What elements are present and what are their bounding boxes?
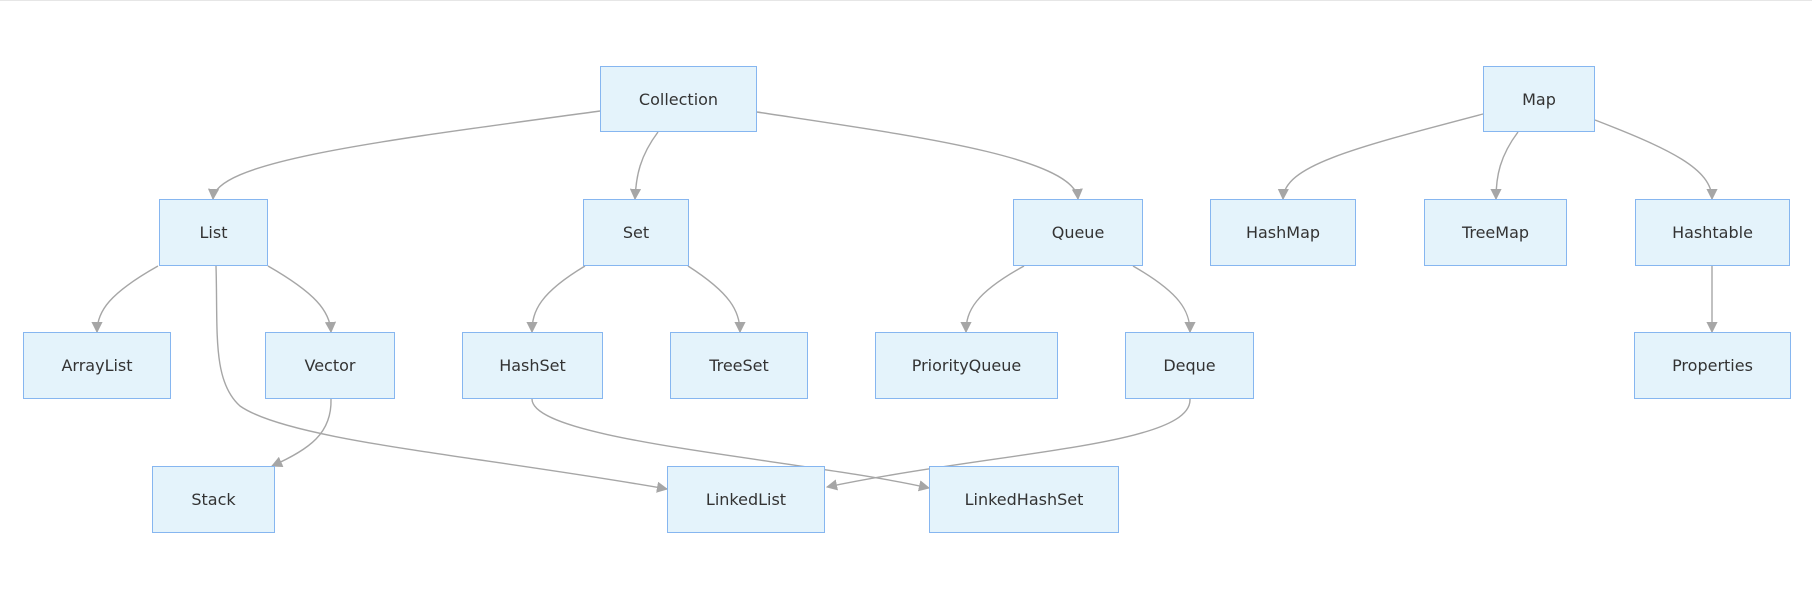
node-hashmap-label: HashMap: [1245, 223, 1321, 242]
edge-deque-linkedlist: [825, 398, 1191, 491]
node-list[interactable]: List: [159, 199, 268, 266]
node-linkedhashset[interactable]: LinkedHashSet: [929, 466, 1119, 533]
node-queue-label: Queue: [1051, 223, 1105, 242]
edge-vector-stack: [270, 398, 332, 467]
node-treemap[interactable]: TreeMap: [1424, 199, 1567, 266]
node-linkedhashset-label: LinkedHashSet: [964, 490, 1084, 509]
edge-map-treemap: [1490, 131, 1519, 201]
node-list-label: List: [199, 223, 228, 242]
edge-set-hashset: [526, 265, 586, 334]
node-hashtable-label: Hashtable: [1672, 223, 1753, 242]
node-deque-label: Deque: [1163, 356, 1216, 375]
edge-collection-set: [629, 131, 659, 201]
edge-set-treeset: [687, 265, 746, 334]
node-set-label: Set: [622, 223, 650, 242]
node-stack[interactable]: Stack: [152, 466, 275, 533]
node-linkedlist[interactable]: LinkedList: [667, 466, 825, 533]
node-treeset-label: TreeSet: [709, 356, 769, 375]
node-properties-label: Properties: [1672, 356, 1753, 375]
node-map-label: Map: [1522, 89, 1556, 109]
edge-hashset-linkedhashset: [531, 398, 931, 492]
node-priorityqueue-label: PriorityQueue: [911, 356, 1022, 375]
node-deque[interactable]: Deque: [1125, 332, 1254, 399]
node-vector-label: Vector: [304, 356, 356, 375]
node-hashset-label: HashSet: [499, 356, 566, 375]
edge-collection-list: [207, 110, 601, 201]
node-collection-label: Collection: [638, 89, 719, 109]
edge-map-hashtable: [1594, 119, 1718, 201]
edge-collection-queue: [756, 111, 1083, 201]
edge-list-arraylist: [91, 265, 159, 334]
node-linkedlist-label: LinkedList: [705, 490, 787, 509]
node-hashmap[interactable]: HashMap: [1210, 199, 1356, 266]
edge-list-linkedlist: [215, 265, 669, 493]
node-arraylist-label: ArrayList: [61, 356, 133, 375]
edge-map-hashmap: [1277, 113, 1484, 201]
node-set[interactable]: Set: [583, 199, 689, 266]
node-vector[interactable]: Vector: [265, 332, 395, 399]
node-properties[interactable]: Properties: [1634, 332, 1791, 399]
node-treemap-label: TreeMap: [1461, 223, 1530, 242]
node-hashtable[interactable]: Hashtable: [1635, 199, 1790, 266]
node-map[interactable]: Map: [1483, 66, 1595, 132]
edge-list-vector: [267, 265, 337, 334]
edge-queue-deque: [1132, 265, 1196, 334]
node-treeset[interactable]: TreeSet: [670, 332, 808, 399]
node-arraylist[interactable]: ArrayList: [23, 332, 171, 399]
node-stack-label: Stack: [191, 490, 236, 509]
edge-queue-priorityqueue: [960, 265, 1025, 334]
node-collection[interactable]: Collection: [600, 66, 757, 132]
node-hashset[interactable]: HashSet: [462, 332, 603, 399]
node-priorityqueue[interactable]: PriorityQueue: [875, 332, 1058, 399]
node-queue[interactable]: Queue: [1013, 199, 1143, 266]
